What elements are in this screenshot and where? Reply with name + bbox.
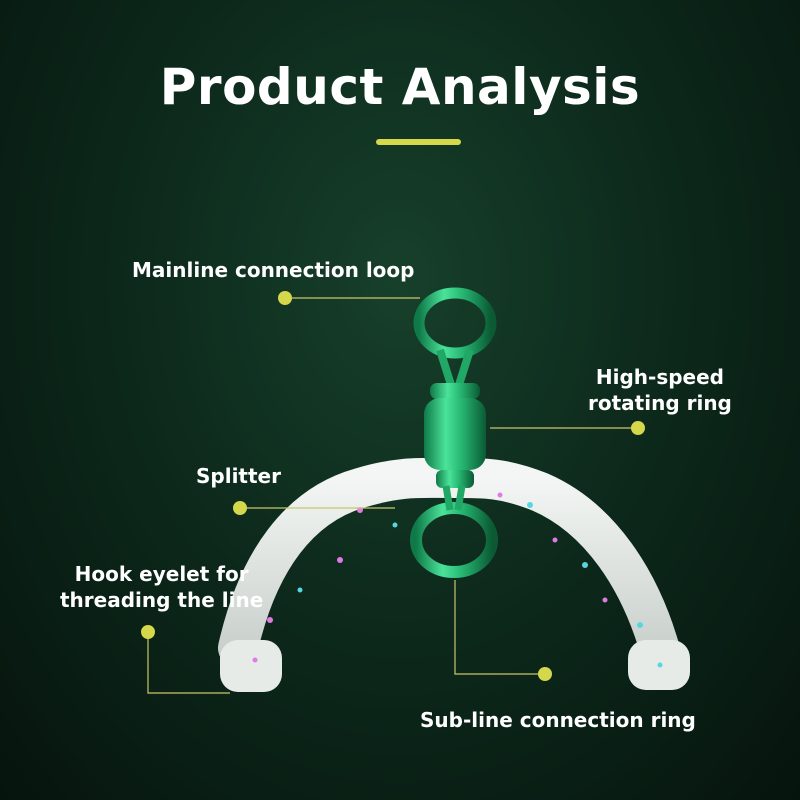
left-hook-eyelet (220, 640, 282, 692)
label-high-speed-ring: High-speed rotating ring (588, 364, 732, 416)
callout-lines (147, 297, 638, 694)
speckles (252, 492, 663, 668)
label-splitter: Splitter (196, 464, 281, 488)
page-title: Product Analysis (159, 58, 641, 116)
rotating-ring (424, 383, 486, 488)
label-hook-eyelet: Hook eyelet for threading the line (60, 561, 263, 613)
label-mainline-loop: Mainline connection loop (132, 258, 415, 282)
label-hook-line1: Hook eyelet for (74, 562, 249, 586)
subline-ring (410, 485, 498, 578)
mainline-loop (413, 287, 497, 390)
callout-dot-splitter (233, 501, 247, 515)
callout-dot-hook (141, 625, 155, 639)
callout-dot-highspeed (631, 421, 645, 435)
title-underline (376, 139, 461, 145)
label-high-speed-line2: rotating ring (588, 391, 732, 415)
callout-dot-mainline (278, 291, 292, 305)
callout-dot-subline (538, 667, 552, 681)
label-hook-line2: threading the line (60, 588, 264, 612)
label-subline-ring: Sub-line connection ring (420, 708, 696, 732)
label-high-speed-line1: High-speed (595, 365, 724, 389)
callout-dots (141, 291, 645, 681)
